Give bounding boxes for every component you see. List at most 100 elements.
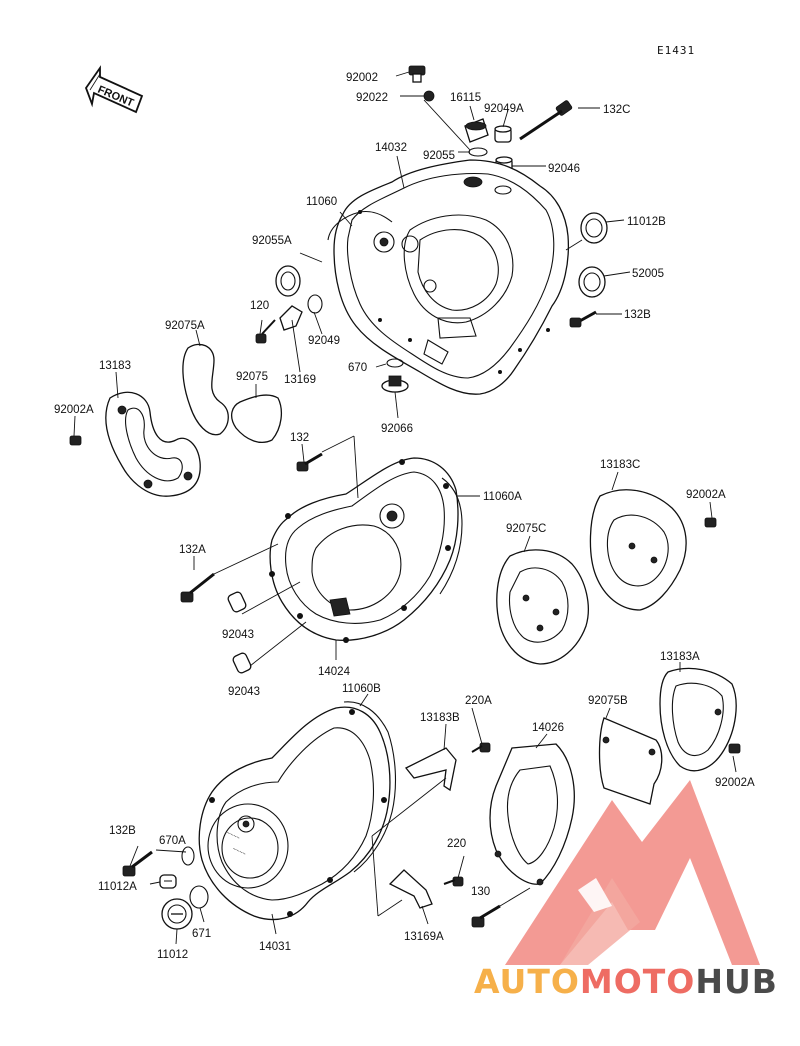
label-132B-bottom: 132B (109, 825, 136, 837)
label-14032: 14032 (375, 142, 407, 154)
leader-lines (73, 71, 737, 945)
label-92075: 92075 (236, 371, 268, 383)
bracket-13183B-part (404, 747, 457, 792)
damper-92049A-part (494, 125, 512, 143)
guard-14026-part (489, 743, 575, 886)
oring-671-part (189, 885, 209, 909)
plate-92075C-part (496, 549, 589, 665)
oring-92055-part (468, 147, 488, 157)
bolt-220A-part (471, 742, 491, 753)
dowel-92043-a-part (227, 591, 247, 613)
front-arrow-icon: FRONT (84, 65, 144, 114)
brand-part-auto: AUTO (474, 962, 580, 1001)
label-11012A: 11012A (98, 881, 137, 893)
plate-92075A-part (182, 343, 229, 436)
svg-text:~~~~: ~~~~ (231, 846, 247, 858)
label-11060: 11060 (306, 196, 337, 208)
label-670: 670 (348, 362, 367, 374)
bolt-92002-part (408, 65, 426, 83)
label-92046: 92046 (548, 163, 580, 175)
label-92043-b: 92043 (228, 686, 260, 698)
seal-92055A-part (275, 265, 301, 297)
gasket-11060B-part (343, 701, 397, 873)
cover-14032-part (333, 159, 570, 395)
part-labels: 92002 92022 16115 92049A 132C 14032 9205… (54, 72, 755, 961)
bolt-220-part (443, 876, 464, 887)
label-14031: 14031 (259, 941, 291, 953)
label-92002A-right: 92002A (686, 489, 726, 501)
oring-670A-part (181, 846, 195, 866)
label-670A: 670A (159, 835, 186, 847)
label-130: 130 (471, 886, 490, 898)
label-13183C: 13183C (600, 459, 640, 471)
label-92055: 92055 (423, 150, 455, 162)
label-220A: 220A (465, 695, 492, 707)
bolt-132B-top-part (569, 310, 597, 328)
dowel-92043-b-part (232, 652, 252, 674)
label-92049: 92049 (308, 335, 340, 347)
bolt-130-part (471, 904, 501, 928)
bolt-132C-part (519, 100, 573, 141)
label-92002A-left: 92002A (54, 404, 94, 416)
screw-120-part (255, 319, 276, 344)
plate-92075B-part (598, 717, 663, 805)
washer-92049-part (307, 294, 323, 314)
label-92075C: 92075C (506, 523, 546, 535)
watermark-logo-icon (505, 780, 760, 965)
plug-92066-part (381, 375, 409, 393)
svg-text:~~~~: ~~~~ (225, 830, 241, 842)
label-11012B: 11012B (627, 216, 666, 228)
label-11060A: 11060A (483, 491, 522, 503)
label-92075B: 92075B (588, 695, 628, 707)
label-92022: 92022 (356, 92, 388, 104)
cap-11012-part (161, 898, 193, 930)
label-132: 132 (290, 432, 309, 444)
watermark-brand-text: AUTOMOTOHUB (474, 962, 794, 1002)
label-132B-top: 132B (624, 309, 651, 321)
gasket-11060-part (327, 210, 393, 241)
label-13183B: 13183B (420, 712, 460, 724)
bearing-52005-part (578, 266, 606, 298)
guard-13183C-part (589, 489, 687, 611)
label-13169A: 13169A (404, 931, 444, 943)
bolt-92002A-left-part (69, 435, 82, 446)
seal-11012B-part (580, 212, 608, 244)
label-92049A: 92049A (484, 103, 524, 115)
label-13169: 13169 (284, 374, 316, 386)
label-120: 120 (250, 300, 269, 312)
label-14024: 14024 (318, 666, 351, 678)
label-132C: 132C (603, 104, 631, 116)
bolt-92002A-br-part (728, 743, 741, 754)
bolt-92002A-right-part (704, 517, 717, 528)
oring-670-part (386, 358, 404, 368)
cover-14031-part: ~~~~ ~~~~ (198, 706, 391, 921)
plate-92075-part (230, 394, 283, 443)
label-13183A: 13183A (660, 651, 700, 663)
label-92055A: 92055A (252, 235, 292, 247)
brand-part-hub: HUB (695, 962, 778, 1001)
bolt-132-part (296, 452, 323, 472)
clamp-13169-part (279, 305, 303, 331)
label-92066: 92066 (381, 423, 413, 435)
guard-13183A-part (659, 667, 737, 772)
plug-11012A-part (159, 874, 177, 889)
clamp-13169A-part (388, 869, 433, 909)
label-52005: 52005 (632, 268, 664, 280)
cover-14024-part (269, 457, 459, 643)
diagram-code: E1431 (657, 44, 695, 57)
guard-13183-part (105, 391, 201, 497)
label-92002: 92002 (346, 72, 378, 84)
gasket-11060A-part (439, 477, 463, 595)
bolt-132A-part (180, 572, 215, 603)
label-14026: 14026 (532, 722, 564, 734)
label-220: 220 (447, 838, 466, 850)
label-92002A-br: 92002A (715, 777, 755, 789)
label-132A: 132A (179, 544, 206, 556)
washer-92022-part (423, 90, 435, 102)
label-11060B: 11060B (342, 683, 381, 695)
label-11012: 11012 (157, 949, 188, 961)
label-92075A: 92075A (165, 320, 205, 332)
label-13183: 13183 (99, 360, 131, 372)
label-92043-a: 92043 (222, 629, 254, 641)
